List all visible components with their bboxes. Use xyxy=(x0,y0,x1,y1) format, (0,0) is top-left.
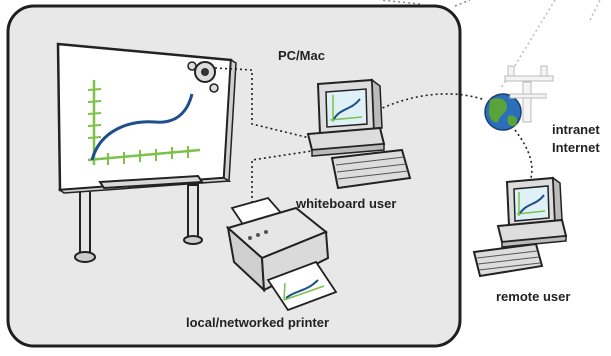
globe-icon xyxy=(484,93,522,131)
whiteboard-curve xyxy=(90,93,194,161)
pc-mac-label: PC/Mac xyxy=(278,48,325,63)
internet-label: Internet xyxy=(552,140,600,155)
whiteboard-user-label: whiteboard user xyxy=(296,196,397,211)
pc-icon xyxy=(306,78,386,157)
intranet-label: intranet xyxy=(552,122,600,137)
pen-tray-icon xyxy=(98,174,204,190)
network-tower-icon xyxy=(504,65,554,123)
remote-pc-icon xyxy=(472,176,568,278)
remote-user-label: remote user xyxy=(496,289,571,304)
printer-icon xyxy=(225,196,338,312)
keyboard-icon xyxy=(330,148,412,190)
printer-label: local/networked printer xyxy=(186,315,330,330)
